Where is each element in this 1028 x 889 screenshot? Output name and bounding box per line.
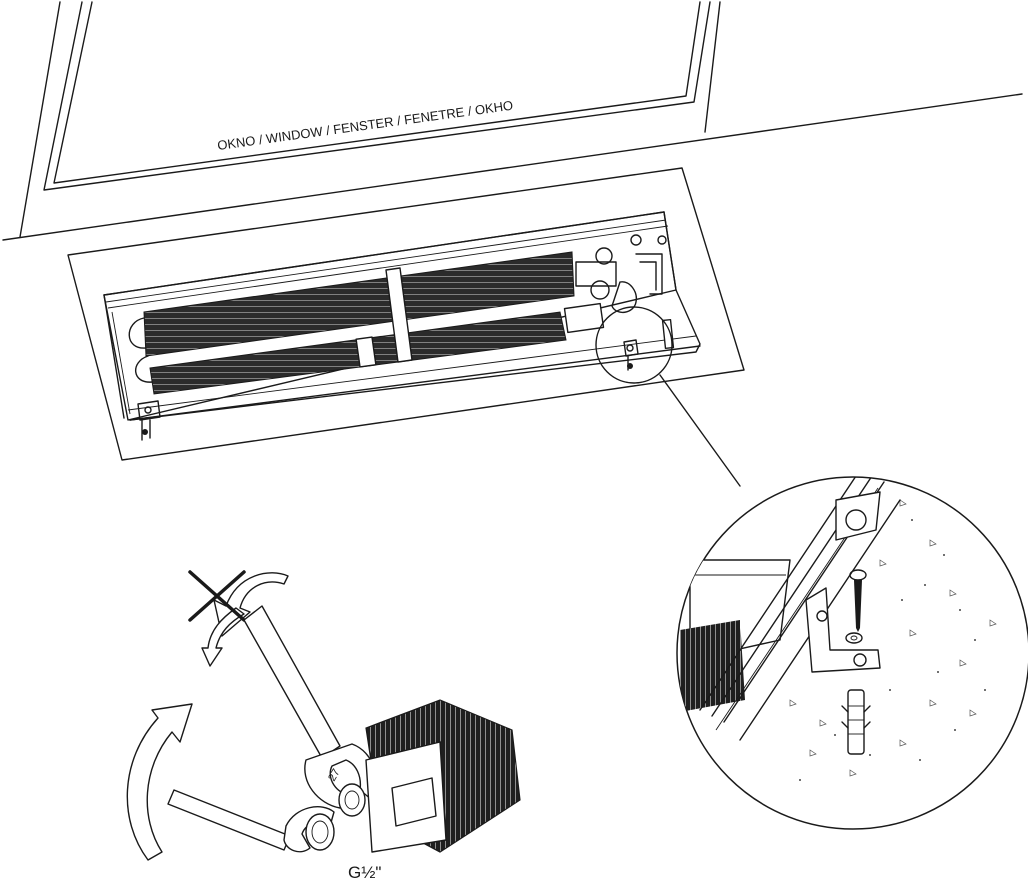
heat-exchanger-fins [143,251,575,357]
detail-callout [595,306,741,487]
mounting-foot-right [623,339,639,371]
thread-size-label: G½" [348,863,381,882]
wrench-lower [167,789,335,853]
detail-view [676,476,1028,830]
trench-convector [103,211,701,441]
wrench-upper [243,605,377,809]
rotate-forbidden-icon [188,570,289,667]
wrench-size-label: 27 [326,767,343,784]
rotate-allowed-icon [126,703,193,861]
window-frame [2,1,1023,241]
mounting-foot-left [137,400,161,441]
floor-niche [67,167,745,461]
heat-exchanger-block [365,699,521,853]
